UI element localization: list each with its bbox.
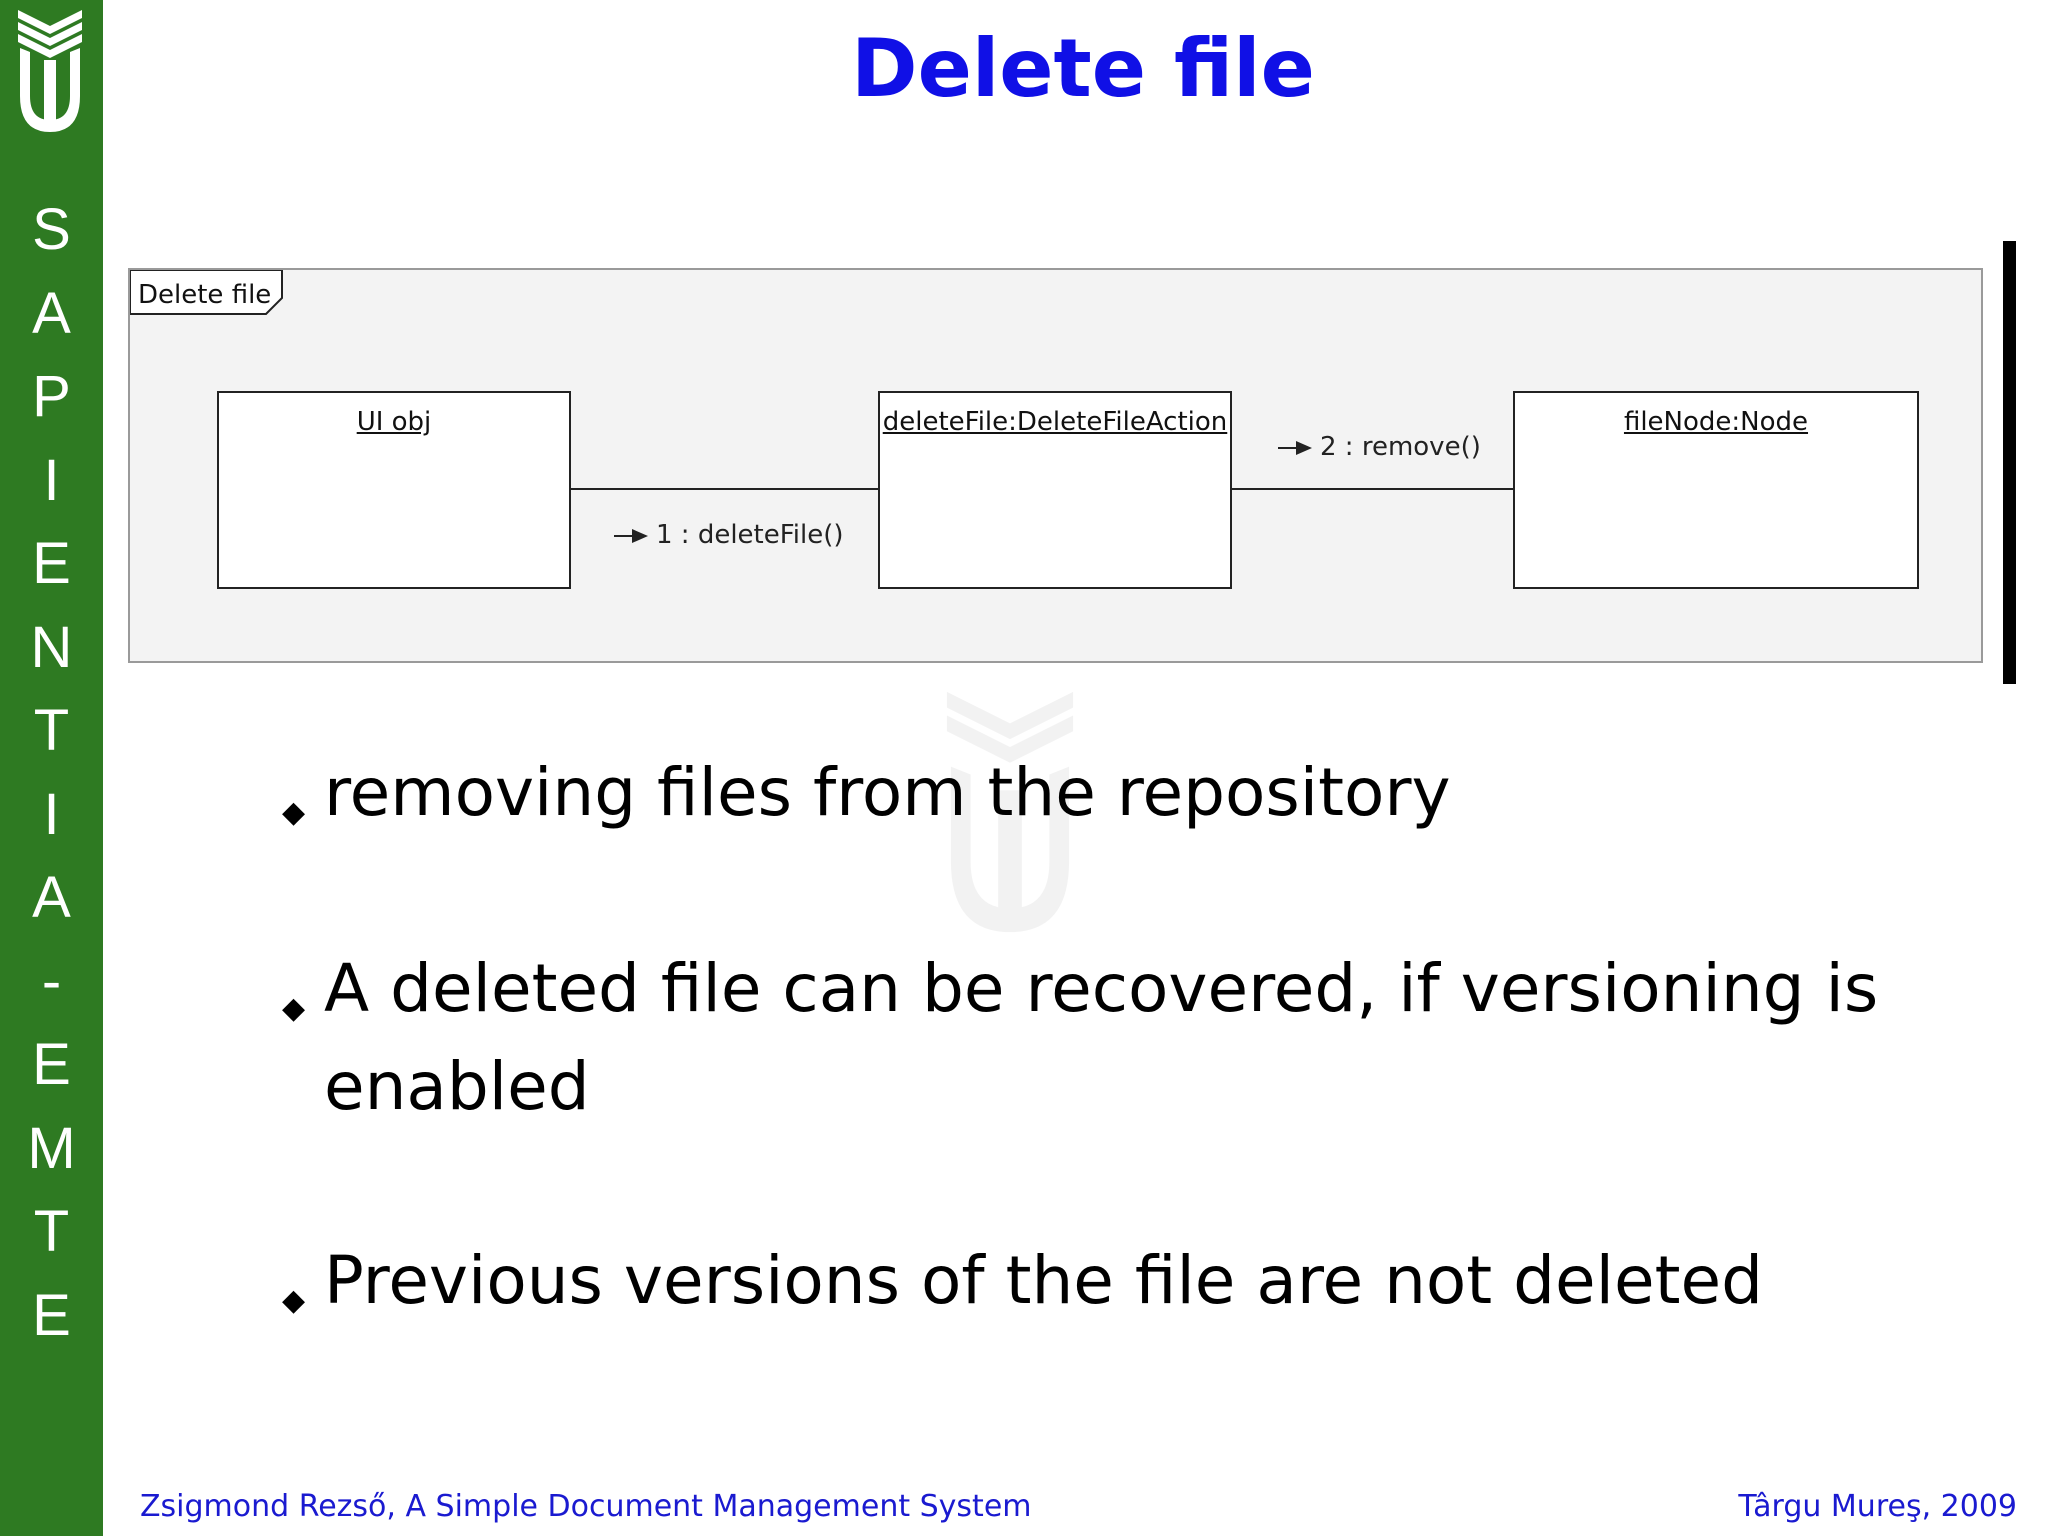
bullet-item: ◆ Previous versions of the file are not … (282, 1232, 1763, 1330)
footer-author: Zsigmond Rezső, A Simple Document Manage… (140, 1489, 1032, 1524)
message-arrow-icon (1278, 440, 1312, 455)
message-arrow-icon (614, 528, 648, 543)
bullet-text: A deleted file can be recovered, if vers… (324, 950, 1879, 1027)
object-label: UI obj (356, 407, 432, 437)
diamond-bullet-icon: ◆ (282, 1283, 306, 1318)
frame-tab-shape (130, 270, 283, 315)
object-ui-obj: UI obj (217, 391, 571, 589)
message-label: 1 : deleteFile() (656, 520, 844, 550)
sidebar-letter: T (33, 698, 70, 763)
object-file-node: fileNode:Node (1513, 391, 1919, 589)
sidebar-letter: S (32, 197, 71, 262)
sidebar-letter: N (30, 614, 73, 680)
message-remove: 2 : remove() (1278, 432, 1481, 462)
frame-label: Delete file (138, 280, 272, 310)
bullet-item: ◆ A deleted file can be recovered, if ve… (282, 940, 1878, 1136)
collaboration-diagram: Delete file UI obj deleteFile:DeleteFile… (128, 268, 1983, 663)
bullet-text: removing files from the repository (324, 754, 1451, 831)
object-label: fileNode:Node (1623, 407, 1809, 437)
slide-title: Delete file (851, 22, 1315, 115)
sidebar-letter: A (32, 280, 71, 346)
sidebar-letter: M (27, 1115, 76, 1181)
sapientia-logo-icon (18, 10, 82, 132)
bullet-item: ◆ removing files from the repository (282, 744, 1451, 842)
sidebar-letter: E (32, 531, 71, 596)
sidebar-letter: P (32, 364, 71, 429)
sidebar-letter: E (32, 1032, 71, 1097)
object-delete-file-action: deleteFile:DeleteFileAction (878, 391, 1232, 589)
sidebar-letter: T (33, 1199, 70, 1264)
message-label: 2 : remove() (1320, 432, 1481, 462)
diamond-bullet-icon: ◆ (282, 795, 306, 830)
sidebar-letter: I (43, 447, 60, 513)
diamond-bullet-icon: ◆ (282, 991, 306, 1026)
watermark-logo-icon (946, 691, 1074, 933)
sapientia-emte-vertical-text: S A P I E N T I A - E M T E (0, 188, 103, 1357)
link-line (1232, 488, 1513, 490)
sidebar-letter: E (32, 1282, 71, 1348)
sidebar-band: S A P I E N T I A - E M T E (0, 0, 103, 1536)
sidebar-letter: I (43, 781, 60, 847)
sidebar-letter: - (41, 948, 62, 1014)
right-edge-bar (2003, 241, 2016, 684)
link-line (571, 488, 878, 490)
message-delete-file: 1 : deleteFile() (614, 520, 844, 550)
sidebar-letter: A (32, 865, 71, 930)
bullet-text-continuation: enabled (324, 1048, 590, 1125)
footer-location-date: Târgu Mureş, 2009 (1738, 1489, 2017, 1524)
object-label: deleteFile:DeleteFileAction (882, 407, 1228, 437)
bullet-text: Previous versions of the file are not de… (324, 1242, 1763, 1319)
